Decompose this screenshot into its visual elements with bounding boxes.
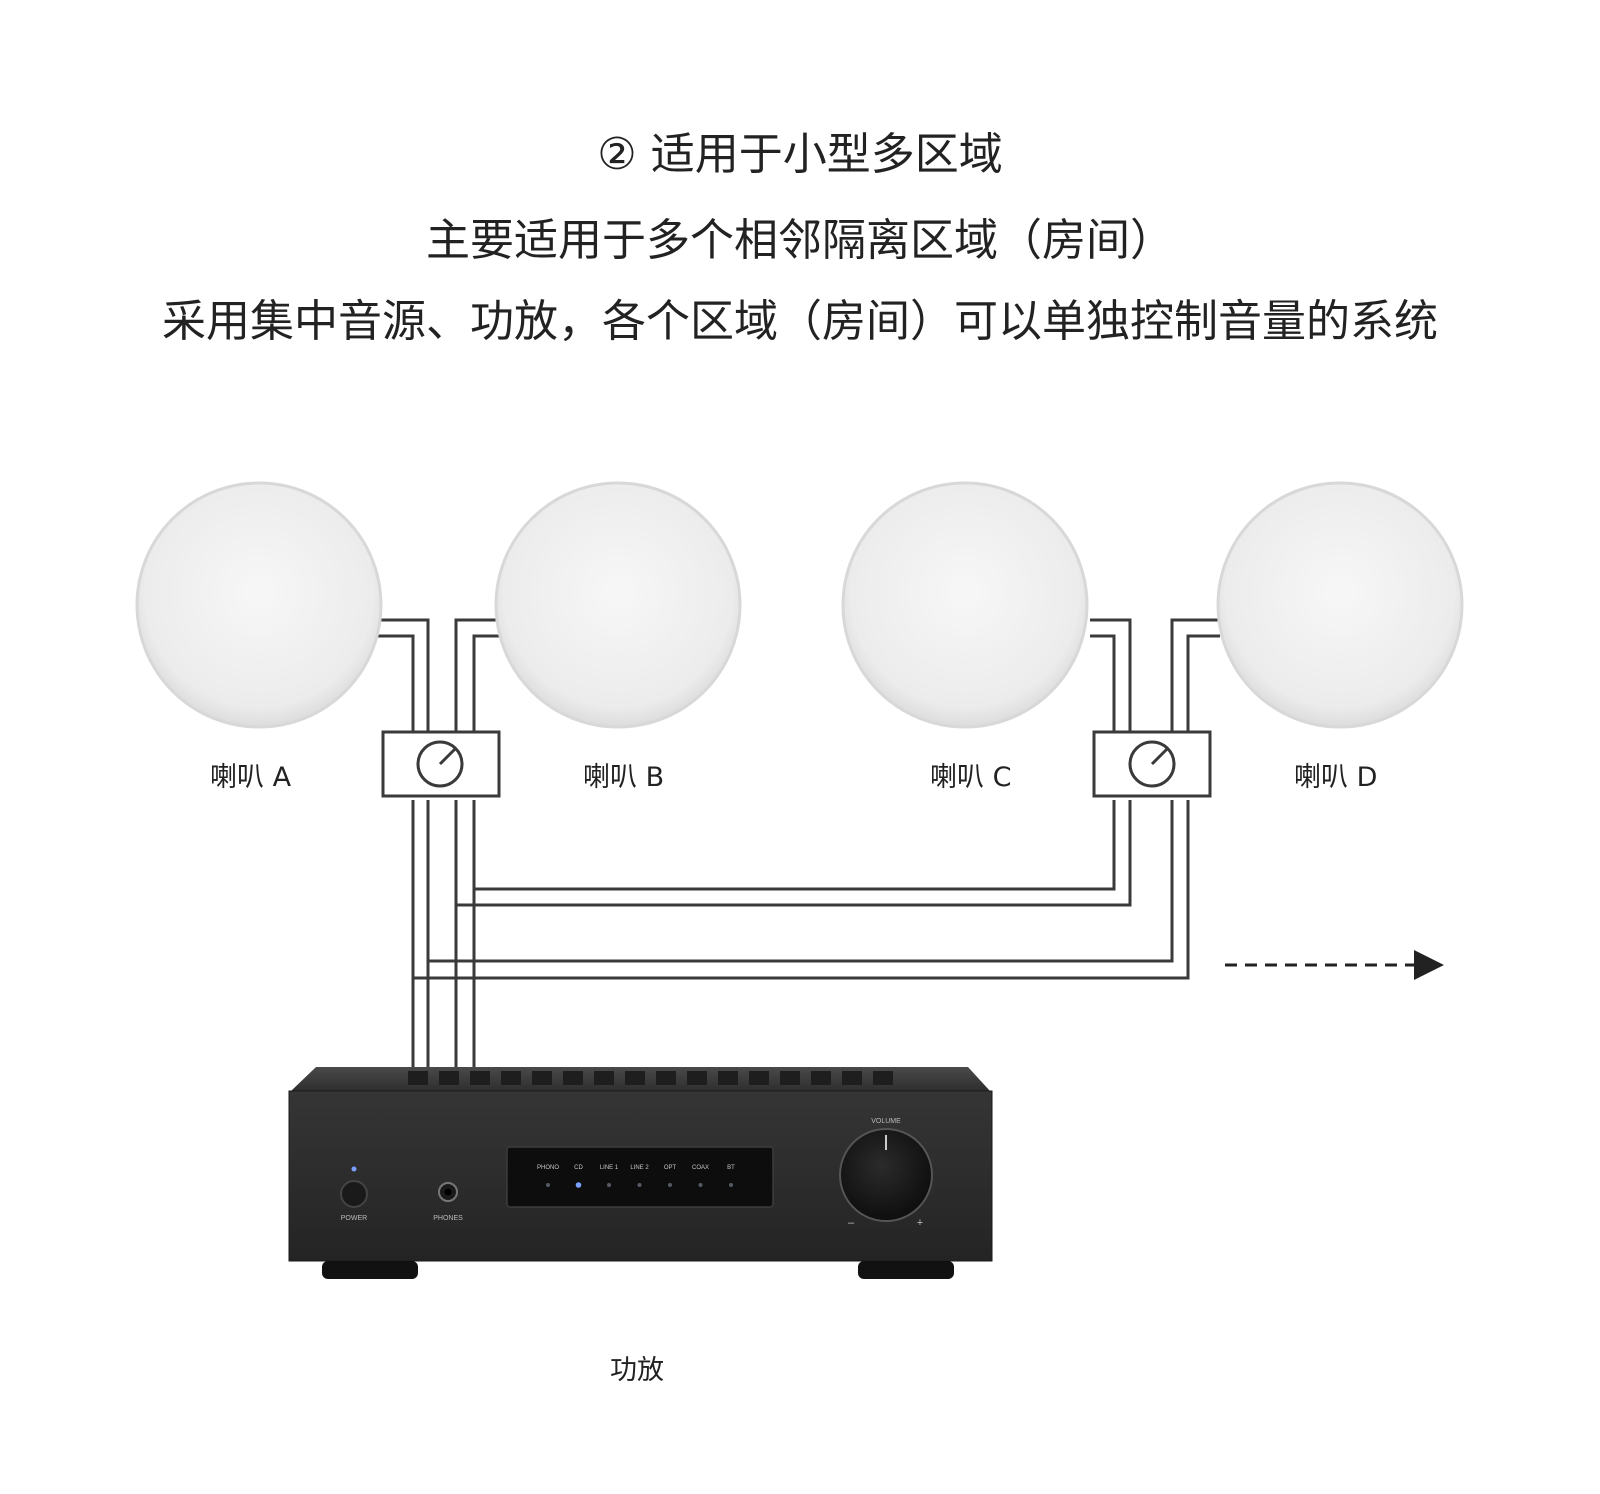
power-label: POWER [341,1215,367,1222]
power-button [340,1180,368,1208]
input-label: PHONO [537,1165,559,1171]
speaker-b-label: 喇叭 B [583,762,665,793]
input-led-active [575,1182,582,1188]
vent-slot [749,1071,769,1085]
vent-slot [780,1071,800,1085]
speaker-d-label: 喇叭 D [1294,762,1378,793]
input-led [729,1183,733,1187]
input-display [506,1146,774,1208]
speaker-wires [378,618,1220,1070]
input-label: OPT [664,1165,677,1171]
diagram-subtitle: 主要适用于多个相邻隔离区域（房间） [426,215,1174,266]
input-led [637,1183,642,1187]
vent-slot [563,1071,583,1085]
speaker-c [841,481,1089,729]
vent-slot [811,1071,831,1085]
input-label: CD [574,1165,583,1171]
input-label: LINE 2 [630,1165,649,1171]
vent-slot [594,1071,614,1085]
vent-slot [625,1071,645,1085]
diagram-title: ② 适用于小型多区域 [597,129,1003,180]
input-label: LINE 1 [600,1165,619,1171]
volume-minus-label: – [848,1217,855,1229]
phones-label: PHONES [433,1215,463,1222]
vent-slot [439,1071,459,1085]
input-led [698,1183,703,1187]
vent-slot [842,1071,862,1085]
diagram-description: 采用集中音源、功放，各个区域（房间）可以单独控制音量的系统 [162,296,1438,347]
input-led [607,1183,611,1187]
vent-slot [656,1071,676,1085]
speaker-c-label: 喇叭 C [930,762,1012,793]
volume-label: VOLUME [871,1118,901,1125]
input-label: COAX [692,1165,709,1171]
volume-knob [839,1128,933,1222]
speaker-b [494,481,742,729]
speaker-a-label: 喇叭 A [210,762,292,793]
vent-slot [873,1071,893,1085]
vent-slot [532,1071,552,1085]
vent-slot [718,1071,738,1085]
input-led [668,1183,672,1187]
volume-plus-label: + [917,1217,923,1229]
volume-control-right [1092,730,1212,798]
speaker-d [1216,481,1464,729]
input-led [546,1183,550,1187]
vent-slot [408,1071,428,1085]
vent-slot [687,1071,707,1085]
input-label: BT [727,1165,735,1171]
vent-slot [501,1071,521,1085]
amplifier-label: 功放 [610,1355,664,1386]
speaker-a [135,481,383,729]
volume-control-left [381,730,501,798]
vent-slot [470,1071,490,1085]
